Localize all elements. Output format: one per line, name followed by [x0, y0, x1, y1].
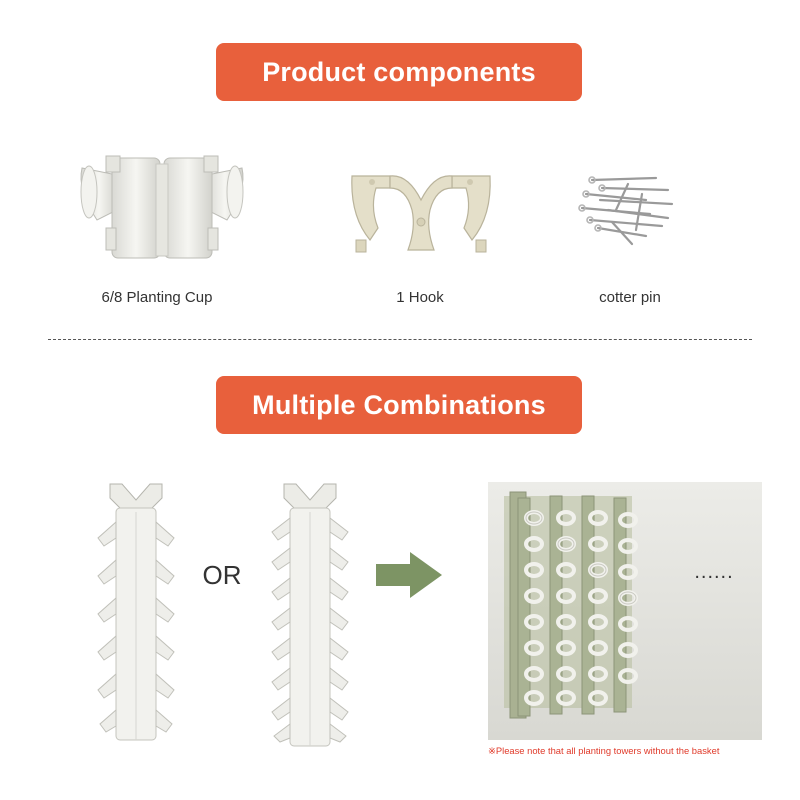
- planting-wall-icon: [504, 491, 638, 719]
- planting-tower-short-icon: [97, 483, 175, 741]
- or-separator: OR: [202, 560, 242, 590]
- planting-tower-tall-icon: [271, 483, 349, 747]
- component-label-hook: 1 Hook: [396, 289, 444, 306]
- section-divider: [48, 339, 752, 340]
- arrow-right-icon: [376, 552, 442, 598]
- component-label-planting-cup: 6/8 Planting Cup: [101, 289, 213, 306]
- component-label-cotter-pin: cotter pin: [599, 289, 661, 306]
- more-combinations-ellipsis: ......: [694, 561, 734, 583]
- basket-note: ※Please note that all planting towers wi…: [488, 745, 720, 756]
- hook-icon: [351, 175, 491, 253]
- planting-cup-icon: [80, 155, 244, 259]
- cotter-pin-icon: [578, 176, 674, 246]
- product-components-title: Product components: [216, 43, 582, 101]
- multiple-combinations-title: Multiple Combinations: [216, 376, 582, 434]
